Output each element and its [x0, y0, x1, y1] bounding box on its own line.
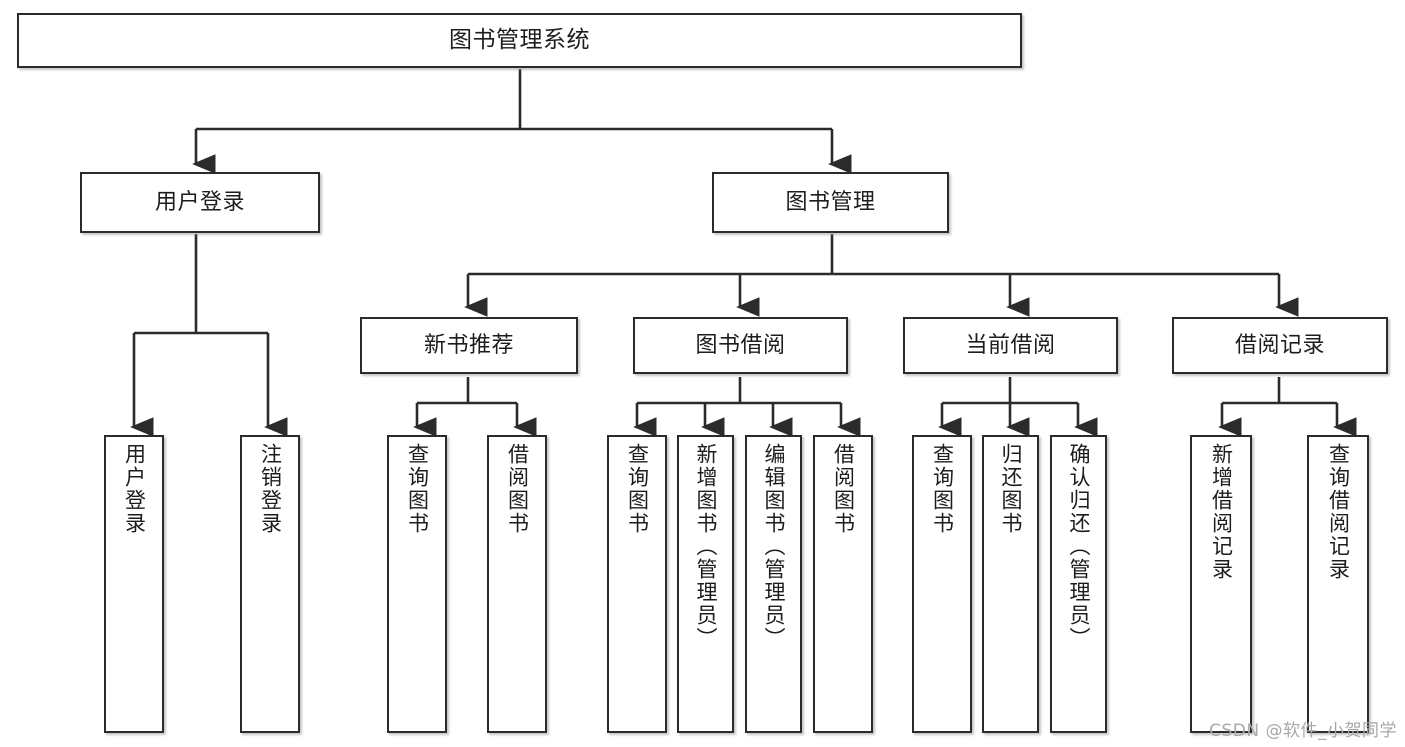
node-label: 新增图书（管理员） [694, 443, 718, 650]
node-label: 借阅图书 [831, 443, 856, 535]
node-label: 查询借阅记录 [1326, 443, 1351, 581]
node-label: 图书管理 [785, 189, 876, 215]
node-label: 注销登录 [258, 443, 283, 535]
node-label: 当前借阅 [965, 332, 1056, 358]
node-label: 借阅图书 [505, 443, 530, 535]
node-label: 新增借阅记录 [1209, 443, 1234, 581]
node-root-system[interactable]: 图书管理系统 [17, 13, 1022, 68]
leaf-return-book[interactable]: 归还图书 [982, 435, 1039, 733]
node-label: 查询图书 [625, 443, 650, 535]
leaf-edit-book-admin[interactable]: 编辑图书（管理员） [745, 435, 802, 733]
leaf-add-book-admin[interactable]: 新增图书（管理员） [677, 435, 734, 733]
node-new-book-recommend[interactable]: 新书推荐 [360, 317, 578, 374]
leaf-query-borrow-record[interactable]: 查询借阅记录 [1307, 435, 1369, 733]
leaf-borrow-book-borrow[interactable]: 借阅图书 [813, 435, 873, 733]
leaf-query-book-recommend[interactable]: 查询图书 [387, 435, 447, 733]
leaf-borrow-book-recommend[interactable]: 借阅图书 [487, 435, 547, 733]
node-label: 编辑图书（管理员） [762, 443, 786, 650]
node-label: 图书借阅 [695, 332, 786, 358]
node-book-manage[interactable]: 图书管理 [712, 172, 949, 233]
node-label: 用户登录 [154, 189, 245, 215]
csdn-watermark: CSDN @软件_小贺同学 [1209, 721, 1397, 741]
leaf-logout-login[interactable]: 注销登录 [240, 435, 300, 733]
node-label: 新书推荐 [423, 332, 514, 358]
node-label: 图书管理系统 [449, 26, 590, 53]
node-current-borrow[interactable]: 当前借阅 [903, 317, 1118, 374]
node-book-borrow[interactable]: 图书借阅 [633, 317, 848, 374]
node-label: 查询图书 [405, 443, 430, 535]
leaf-add-borrow-record[interactable]: 新增借阅记录 [1190, 435, 1252, 733]
node-label: 用户登录 [122, 443, 147, 535]
node-label: 确认归还（管理员） [1067, 443, 1091, 650]
leaf-query-book-current[interactable]: 查询图书 [912, 435, 972, 733]
node-user-login[interactable]: 用户登录 [80, 172, 320, 233]
node-label: 归还图书 [999, 443, 1023, 535]
leaf-query-book-borrow[interactable]: 查询图书 [607, 435, 667, 733]
node-label: 查询图书 [930, 443, 955, 535]
leaf-user-login[interactable]: 用户登录 [104, 435, 164, 733]
leaf-confirm-return-admin[interactable]: 确认归还（管理员） [1050, 435, 1107, 733]
node-label: 借阅记录 [1234, 332, 1325, 358]
node-borrow-record[interactable]: 借阅记录 [1172, 317, 1388, 374]
